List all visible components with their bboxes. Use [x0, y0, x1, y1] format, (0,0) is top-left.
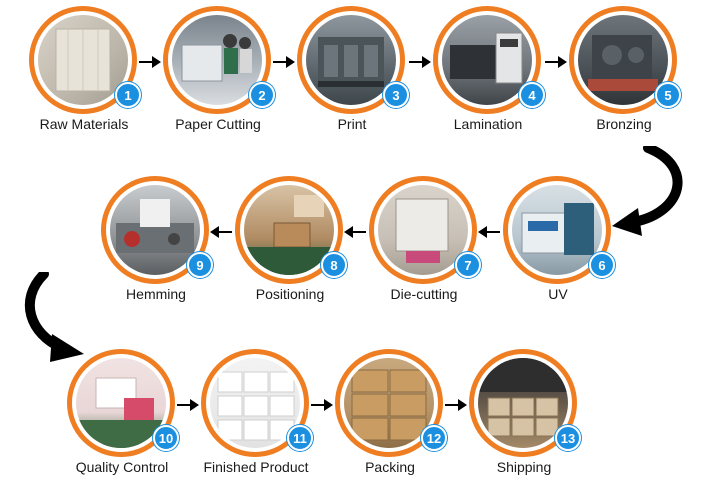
step-2: 2 Paper Cutting — [163, 6, 275, 136]
step-2-circle — [163, 6, 271, 114]
step-3-label: Print — [337, 116, 367, 132]
quality-control-photo — [76, 358, 166, 448]
step-11: 11 Finished Product — [201, 349, 313, 479]
step-10-label: Quality Control — [75, 459, 169, 475]
uv-photo — [512, 185, 602, 275]
die-cutting-photo — [378, 185, 468, 275]
step-12-label: Packing — [365, 459, 415, 475]
step-9-label: Hemming — [126, 286, 186, 302]
step-5: 5 Bronzing — [569, 6, 681, 136]
paper-cutting-photo — [172, 15, 262, 105]
step-10-circle — [67, 349, 175, 457]
arrow-left-icon — [478, 226, 500, 238]
step-2-badge: 2 — [249, 82, 275, 108]
step-1-badge: 1 — [115, 82, 141, 108]
step-6-badge: 6 — [589, 252, 615, 278]
step-8-label: Positioning — [255, 286, 325, 302]
step-4-circle — [433, 6, 541, 114]
arrow-right-icon — [445, 399, 467, 411]
raw-materials-photo — [38, 15, 128, 105]
step-9: 9 Hemming — [101, 176, 213, 306]
step-9-badge: 9 — [187, 252, 213, 278]
arrow-right-icon — [273, 56, 295, 68]
step-13-badge: 13 — [555, 425, 581, 451]
step-10: 10 Quality Control — [67, 349, 179, 479]
step-4-label: Lamination — [453, 116, 523, 132]
finished-product-photo — [210, 358, 300, 448]
arrow-left-icon — [210, 226, 232, 238]
step-7-label: Die-cutting — [390, 286, 458, 302]
step-3: 3 Print — [297, 6, 409, 136]
packing-photo — [344, 358, 434, 448]
step-1-label: Raw Materials — [39, 116, 129, 132]
step-7: 7 Die-cutting — [369, 176, 481, 306]
print-photo — [306, 15, 396, 105]
step-9-circle — [101, 176, 209, 284]
step-6: 6 UV — [503, 176, 615, 306]
step-8: 8 Positioning — [235, 176, 347, 306]
step-3-badge: 3 — [383, 82, 409, 108]
arrow-left-icon — [344, 226, 366, 238]
step-4: 4 Lamination — [433, 6, 545, 136]
step-13-label: Shipping — [496, 459, 552, 475]
step-11-label: Finished Product — [203, 459, 309, 475]
step-10-badge: 10 — [153, 425, 179, 451]
positioning-photo — [244, 185, 334, 275]
arrow-right-icon — [139, 56, 161, 68]
arrow-right-icon — [409, 56, 431, 68]
step-1-circle — [29, 6, 137, 114]
step-7-circle — [369, 176, 477, 284]
arrow-right-icon — [311, 399, 333, 411]
lamination-photo — [442, 15, 532, 105]
step-2-label: Paper Cutting — [175, 116, 261, 132]
curved-arrow-down-icon — [612, 146, 683, 236]
hemming-photo — [110, 185, 200, 275]
step-6-label: UV — [548, 286, 568, 302]
step-5-label: Bronzing — [596, 116, 652, 132]
step-12-badge: 12 — [421, 425, 447, 451]
step-1: 1 Raw Materials — [29, 6, 141, 136]
curved-arrow-down-icon — [24, 272, 84, 362]
step-3-circle — [297, 6, 405, 114]
arrow-right-icon — [177, 399, 199, 411]
bronzing-photo — [578, 15, 668, 105]
step-12: 12 Packing — [335, 349, 447, 479]
step-4-badge: 4 — [519, 82, 545, 108]
step-13: 13 Shipping — [469, 349, 581, 479]
arrow-right-icon — [545, 56, 567, 68]
step-5-badge: 5 — [655, 82, 681, 108]
step-7-badge: 7 — [455, 252, 481, 278]
step-8-badge: 8 — [321, 252, 347, 278]
step-11-badge: 11 — [287, 425, 313, 451]
step-5-circle — [569, 6, 677, 114]
